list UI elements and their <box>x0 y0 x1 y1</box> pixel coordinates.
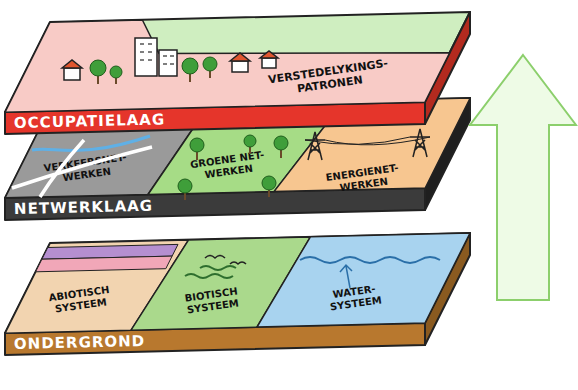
layer-slab: ONDERGRONDABIOTISCH SYSTEEMBIOTISCH SYST… <box>0 233 480 357</box>
layer-heading: NETWERKLAAG <box>14 196 154 219</box>
slab-top <box>5 98 470 198</box>
region-shape <box>5 20 450 112</box>
layer-slab: OCCUPATIELAAGVERSTEDELYKINGS- PATRONEN <box>0 12 480 136</box>
upward-arrow-shape <box>470 55 576 300</box>
layer-heading: ONDERGROND <box>14 331 146 354</box>
slab-top <box>5 12 470 112</box>
layer-heading: OCCUPATIELAAG <box>14 109 166 133</box>
slab-top <box>5 233 470 333</box>
layer-region: WATER- SYSTEEM <box>257 233 470 327</box>
region-shape <box>257 233 470 327</box>
region-drawing <box>257 233 470 327</box>
layer-region: VERSTEDELYKINGS- PATRONEN <box>5 20 450 112</box>
